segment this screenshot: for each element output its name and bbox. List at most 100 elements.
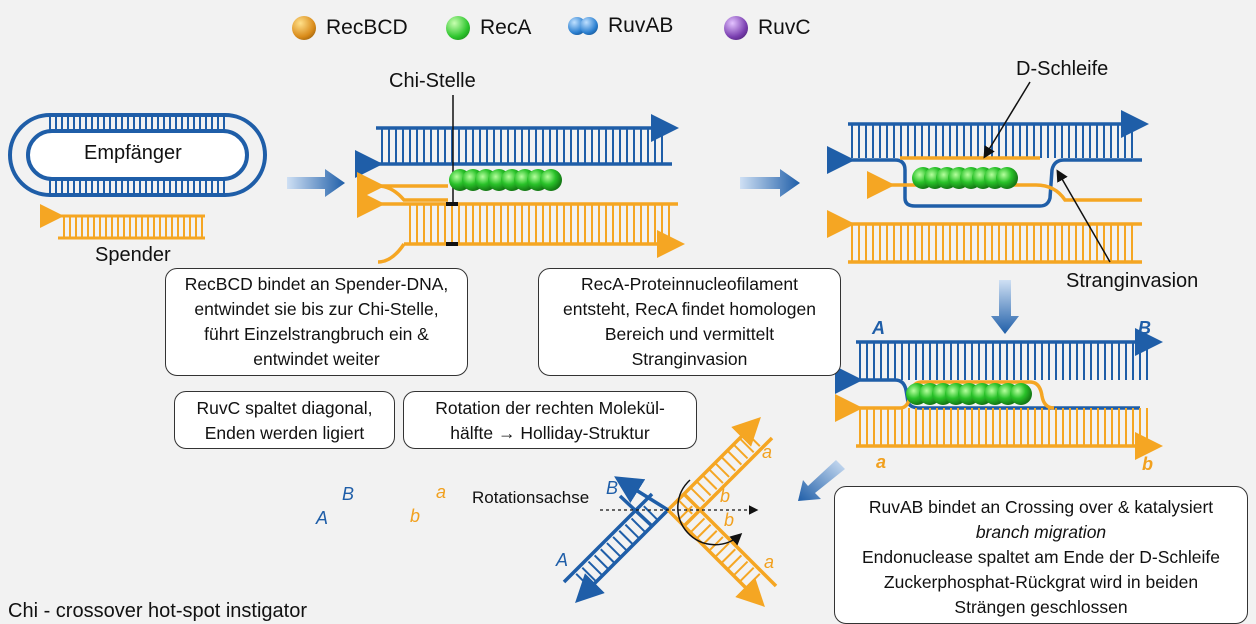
box-line: Strängen geschlossen [954,597,1128,617]
base-pair-rung [593,554,610,571]
box-line: Rotation der rechten Molekül- [435,398,665,418]
legend-label: RuvC [758,16,811,39]
base-pair-rung [695,480,712,497]
base-pair-rung [732,560,749,577]
ruvab-icon [568,17,598,35]
holliday-structure [562,417,778,607]
strand-letter-b: b [1142,454,1153,474]
box-line: RuvC spaltet diagonal, [196,398,373,418]
base-pair-rung [714,542,730,558]
box-line: branch migration [975,522,1107,542]
base-pair-rung [720,548,736,564]
base-pair-rung [720,456,736,472]
legend-label: RecBCD [326,16,408,39]
strand-letter-A: A [316,508,329,528]
footer-note: Chi - crossover hot-spot instigator [8,600,308,622]
base-pair-rung [745,573,761,589]
strand-letter-a: a [876,452,887,472]
stage-arrow-3 [991,280,1019,334]
strand-letter-B: B [342,484,355,504]
base-pair-rung [677,505,693,521]
legend-item-ruvab: RuvAB [568,14,673,38]
reca-protein [1010,383,1032,405]
donor-dna [40,204,205,240]
base-pair-rung [587,560,604,577]
base-pair-rung [581,566,598,583]
strand-letter-b: b [720,486,731,506]
base-pair-rung [738,566,755,583]
strand-letter-A: A [872,318,885,338]
stage4-dna [835,328,1163,460]
label-stranginvasion: Stranginvasion [1066,270,1199,292]
base-pair-rung [575,573,591,589]
legend-item-reca: RecA [446,16,531,40]
stage-arrow-2 [740,169,800,197]
recipient-plasmid [8,113,267,197]
reca-protein [996,167,1018,189]
strand-letter-A: A [556,550,569,570]
base-pair-rung [630,517,647,534]
strand-letter-B: B [1138,318,1151,338]
base-pair-rung [600,548,616,564]
base-pair-rung [708,468,724,484]
base-pair-rung [726,449,743,466]
base-pair-rung [683,492,700,509]
box-line: entsteht, RecA findet homologen [563,299,816,319]
box-line: Stranginvasion [631,349,748,369]
label-d-schleife: D-Schleife [1016,58,1109,80]
info-box-ruvc: RuvC spaltet diagonal, Enden werden ligi… [174,391,395,449]
base-pair-rung [708,536,724,552]
base-pair-rung [677,499,693,515]
box-line: hälfte → Holliday-Struktur [450,423,650,443]
base-pair-rung [702,530,718,546]
base-pair-rung [702,474,718,490]
box-line: RecA-Proteinnucleofilament [581,274,798,294]
strand-letter-B: B [606,478,619,498]
legend-item-ruvc: RuvC [724,16,811,40]
base-pair-rung [745,431,761,447]
base-pair-rung [714,462,730,478]
strand-letter-b: b [724,510,735,530]
legend-item-recbcd: RecBCD [292,16,408,40]
stage-arrow-4 [798,460,845,501]
base-pair-rung [612,536,628,552]
box-line: Enden werden ligiert [204,423,365,443]
reca-icon [446,16,470,40]
stage3-dna [827,81,1149,264]
box-line: Endonuclease spaltet am Ende der D-Schle… [862,547,1220,567]
legend-label: RuvAB [608,14,674,37]
strand-letter-a: a [764,552,775,572]
box-line: führt Einzelstrangbruch ein & [204,324,429,344]
strand-letter-a: a [436,482,447,502]
base-pair-rung [732,443,749,460]
reca-filament [906,383,1032,405]
box-line: entwindet weiter [253,349,380,369]
strand-letter-b: b [410,506,421,526]
base-pair-rung [689,517,706,534]
box-line: RuvAB bindet an Crossing over & katalysi… [868,497,1214,517]
recbcd-icon [292,16,316,40]
box-line: Bereich und vermittelt [604,324,775,344]
info-box-recbcd: RecBCD bindet an Spender-DNA, entwindet … [165,268,468,376]
reca-filament [449,169,562,191]
box-line: entwindet sie bis zur Chi-Stelle, [194,299,439,319]
reca-filament [912,167,1018,189]
stage2-dna [355,95,685,264]
label-rotationsachse: Rotationsachse [472,488,590,507]
reca-protein [540,169,562,191]
box-line: RecBCD bindet an Spender-DNA, [184,274,449,294]
base-pair-rung [695,523,712,540]
base-pair-rung [618,530,634,546]
info-box-ruvab: RuvAB bindet an Crossing over & katalysi… [834,486,1248,624]
base-pair-rung [689,486,706,503]
info-box-reca: RecA-Proteinnucleofilament entsteht, Rec… [538,268,841,376]
base-pair-rung [738,437,755,454]
base-pair-rung [726,554,743,571]
legend-label: RecA [480,16,532,39]
strand-letter-a: a [762,442,773,462]
label-chi-stelle: Chi-Stelle [389,70,476,92]
label-empfaenger: Empfänger [84,142,182,164]
ruvc-icon [724,16,748,40]
base-pair-rung [643,505,659,521]
